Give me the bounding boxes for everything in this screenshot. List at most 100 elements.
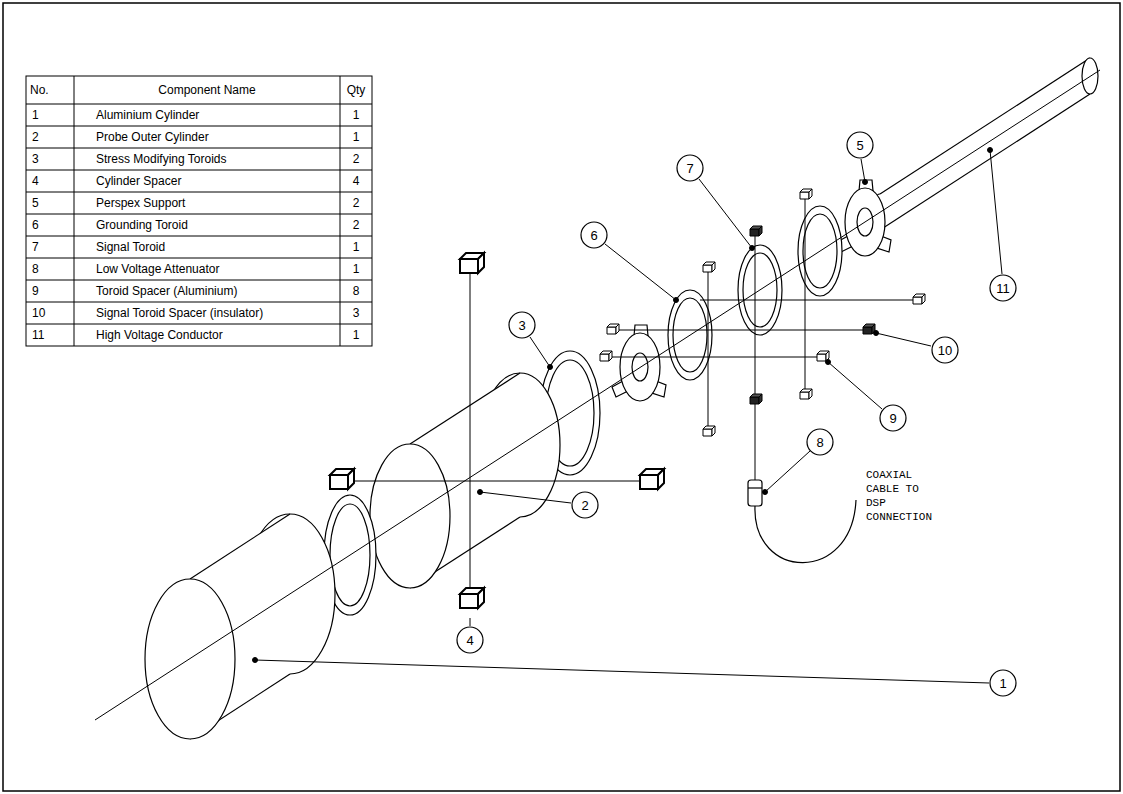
table-rule: [26, 192, 372, 193]
table-rule: [26, 126, 372, 127]
callout-circle: [932, 337, 958, 363]
toroid-spacer: [913, 294, 925, 304]
part-name: Low Voltage Attenuator: [96, 261, 336, 277]
insulator-spacer: [750, 394, 762, 404]
callout-circle: [457, 627, 483, 653]
callout-circle: [990, 670, 1016, 696]
part-quantity: 1: [340, 239, 372, 255]
part-number: 10: [32, 305, 72, 321]
leader-dot: [253, 658, 258, 663]
part-quantity: 2: [340, 217, 372, 233]
callout-number-text: 5: [856, 138, 863, 153]
part-number: 11: [32, 327, 72, 343]
callout-number: 11: [989, 274, 1017, 302]
leader-dot: [548, 365, 553, 370]
part-quantity: 1: [340, 261, 372, 277]
callout-number: 9: [879, 404, 907, 432]
assembly-line: [805, 195, 806, 395]
part-number: 9: [32, 283, 72, 299]
attenuator-body: [748, 480, 762, 506]
leader-dot: [988, 148, 993, 153]
part-name: Probe Outer Cylinder: [96, 129, 336, 145]
callout-circle: [847, 132, 873, 158]
leader-line: [530, 337, 550, 367]
callout-number: 8: [806, 428, 834, 456]
part-name: Grounding Toroid: [96, 217, 336, 233]
leader-dot: [674, 298, 679, 303]
callout-number-text: 3: [518, 318, 525, 333]
callout-number-text: 8: [816, 435, 823, 450]
callout-number-text: 4: [466, 633, 473, 648]
callout-number-text: 11: [996, 281, 1010, 296]
part-number: 3: [32, 151, 72, 167]
part-name: Signal Toroid: [96, 239, 336, 255]
leader-line: [470, 618, 471, 626]
table-frame: [26, 76, 372, 346]
callout-number-text: 2: [581, 498, 588, 513]
part-quantity: 4: [340, 173, 372, 189]
callout-circle: [880, 405, 906, 431]
callout-number-text: 9: [889, 411, 896, 426]
callout-number: 5: [846, 131, 874, 159]
cylinder-edge: [190, 514, 290, 579]
part-number: 4: [32, 173, 72, 189]
table-header: Component Name: [74, 82, 340, 98]
callout-number: 1: [989, 669, 1017, 697]
leader-line: [990, 150, 1002, 274]
assembly-line: [755, 232, 756, 480]
table-rule: [26, 302, 372, 303]
sheet-frame: [3, 3, 1120, 791]
part-name: Stress Modifying Toroids: [96, 151, 336, 167]
table-header: No.: [30, 82, 70, 98]
callout-number: 10: [931, 336, 959, 364]
leader-line: [876, 333, 931, 346]
assembly-line: [605, 357, 822, 358]
table-rule: [26, 214, 372, 215]
part-quantity: 1: [340, 129, 372, 145]
part-name: Signal Toroid Spacer (insulator): [96, 305, 336, 321]
part-number: 1: [32, 107, 72, 123]
cylinder-edge: [410, 373, 520, 444]
callout-circle: [572, 492, 598, 518]
assembly-line: [470, 265, 471, 600]
part-number: 7: [32, 239, 72, 255]
part-quantity: 8: [340, 283, 372, 299]
toroid-spacer: [800, 389, 812, 399]
leader-line: [699, 179, 752, 248]
callout-number: 2: [571, 491, 599, 519]
callout-circle: [581, 222, 607, 248]
leader-line: [605, 244, 676, 300]
attenuator-band: [748, 487, 762, 488]
leader-dot: [874, 331, 879, 336]
table-rule: [74, 76, 75, 346]
cylinder-spacer: [460, 253, 484, 273]
leader-dot: [826, 360, 831, 365]
part-name: Aluminium Cylinder: [96, 107, 336, 123]
table-rule: [26, 258, 372, 259]
part-name: Perspex Support: [96, 195, 336, 211]
part-number: 6: [32, 217, 72, 233]
callout-number: 7: [676, 154, 704, 182]
leader-dot: [478, 490, 483, 495]
toroid-spacer: [800, 189, 812, 199]
assembly-line: [340, 481, 650, 482]
callout-number: 3: [508, 311, 536, 339]
assembly-axis: [95, 70, 1100, 720]
part-number: 2: [32, 129, 72, 145]
part-quantity: 1: [340, 327, 372, 343]
part-number: 8: [32, 261, 72, 277]
part-number: 5: [32, 195, 72, 211]
callout-number-text: 1: [999, 676, 1006, 691]
part-name: Cylinder Spacer: [96, 173, 336, 189]
part-name: Toroid Spacer (Aluminium): [96, 283, 336, 299]
leader-line: [765, 451, 810, 492]
callout-number-text: 7: [686, 161, 693, 176]
leader-line: [255, 660, 989, 683]
cable-note: COAXIAL CABLE TO DSP CONNECTION: [866, 468, 938, 524]
leader-line: [861, 159, 865, 182]
leader-dot: [750, 246, 755, 251]
part-quantity: 2: [340, 195, 372, 211]
